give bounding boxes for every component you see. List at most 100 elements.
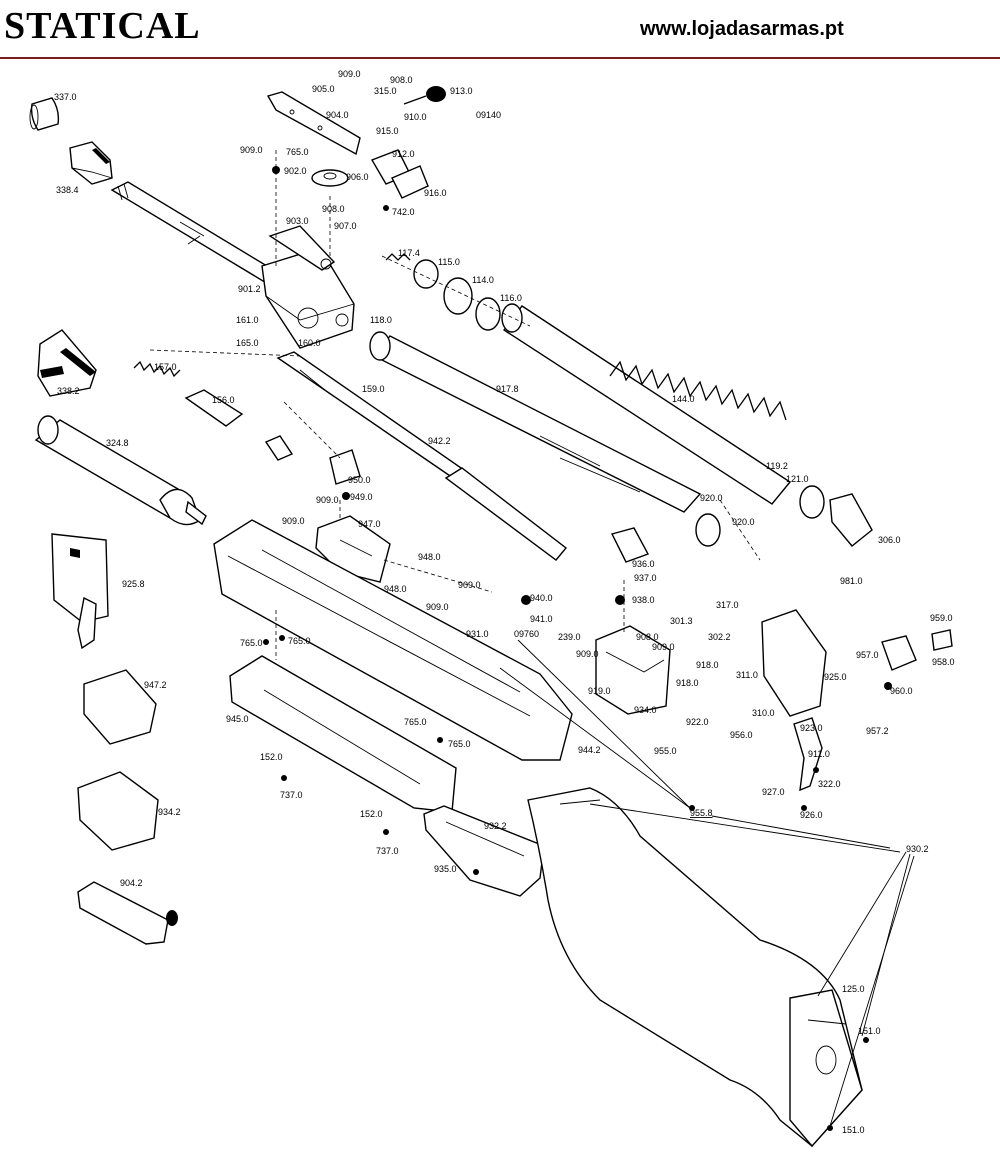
- part-label-114-0: 114.0: [472, 275, 494, 285]
- part-label-957-2: 957.2: [866, 726, 889, 736]
- leader-lines: [499, 639, 915, 1127]
- part-label-306-0: 306.0: [878, 535, 901, 545]
- part-label-909-0-h: 909.0: [576, 649, 599, 659]
- part-label-945-0: 945.0: [226, 714, 249, 724]
- latch-912: [370, 149, 429, 199]
- part-label-957-0: 957.0: [856, 650, 879, 660]
- part-label-907-0: 907.0: [334, 221, 357, 231]
- spring-guide-144: [501, 303, 792, 505]
- part-label-926-0: 926.0: [800, 810, 823, 820]
- part-label-121-0: 121.0: [786, 474, 809, 484]
- part-label-911-0: 911.0: [808, 749, 830, 759]
- trigger-guard-932: [423, 805, 545, 897]
- part-label-902-0: 902.0: [284, 166, 307, 176]
- part-label-918-0-a: 918.0: [696, 660, 719, 670]
- part-label-909-0-b: 909.0: [240, 145, 263, 155]
- part-label-920-0-a: 920.0: [700, 493, 723, 503]
- part-label-923-0: 923.0: [800, 723, 823, 733]
- part-label-125-0: 125.0: [842, 984, 865, 994]
- part-label-947-2: 947.2: [144, 680, 167, 690]
- part-label-909-0-c: 909.0: [316, 495, 339, 505]
- part-label-934-2: 934.2: [158, 807, 181, 817]
- forend-944: [213, 519, 573, 761]
- part-label-949-0: 949.0: [350, 492, 373, 502]
- part-label-301-3: 301.3: [670, 616, 693, 626]
- lever-903: [268, 225, 336, 271]
- part-label-159-0: 159.0: [362, 384, 385, 394]
- detail-934-2: [77, 771, 159, 851]
- knob-913: [403, 86, 446, 105]
- part-label-737-0-a: 737.0: [280, 790, 303, 800]
- part-label-925-0: 925.0: [824, 672, 847, 682]
- cocking-arm-942: [276, 351, 568, 561]
- part-label-338-4: 338.4: [56, 185, 79, 195]
- part-label-157-0: 157.0: [154, 362, 177, 372]
- part-label-09760: 09760: [514, 629, 539, 639]
- part-label-913-0: 913.0: [450, 86, 473, 96]
- part-label-151-0-b: 151.0: [842, 1125, 865, 1135]
- stock-930: [527, 787, 863, 1147]
- butt-pad-125: [789, 989, 863, 1148]
- part-label-916-0: 916.0: [424, 188, 447, 198]
- part-label-310-0: 310.0: [752, 708, 775, 718]
- part-label-918-0-b: 918.0: [676, 678, 699, 688]
- part-label-908-0-a: 908.0: [390, 75, 413, 85]
- header-rule: [0, 57, 1000, 59]
- front-sight: [69, 141, 113, 185]
- part-label-919-0: 919.0: [588, 686, 611, 696]
- part-label-909-0-g: 909.0: [652, 642, 675, 652]
- part-label-947-0: 947.0: [358, 519, 381, 529]
- part-label-239-0: 239.0: [558, 632, 581, 642]
- part-label-317-0: 317.0: [716, 600, 739, 610]
- part-label-322-0: 322.0: [818, 779, 841, 789]
- breech-block: [261, 247, 355, 349]
- part-label-311-0: 311.0: [736, 670, 758, 680]
- detail-904-2: [77, 881, 178, 945]
- part-label-935-0: 935.0: [434, 864, 457, 874]
- part-label-912-0: 912.0: [392, 149, 415, 159]
- part-label-737-0-b: 737.0: [376, 846, 399, 856]
- part-label-948-0-b: 948.0: [384, 584, 407, 594]
- part-label-903-0: 903.0: [286, 216, 309, 226]
- disc-906: [311, 169, 349, 187]
- part-label-156-0: 156.0: [212, 395, 235, 405]
- part-label-940-0: 940.0: [530, 593, 553, 603]
- trigger-block-934: [595, 625, 671, 715]
- brand-title: STATICAL: [4, 5, 201, 47]
- assembly-guide-lines: [149, 150, 761, 660]
- trigger-blade: [610, 527, 823, 792]
- part-label-956-0: 956.0: [730, 730, 753, 740]
- detail-947-2: [83, 669, 157, 745]
- part-label-152-0-b: 152.0: [360, 809, 383, 819]
- part-label-936-0: 936.0: [632, 559, 655, 569]
- part-label-948-0-a: 948.0: [418, 552, 441, 562]
- part-label-161-0: 161.0: [236, 315, 259, 325]
- seal-set: [385, 253, 501, 331]
- breech-plate-904: [266, 91, 361, 156]
- front-sight-hood: [29, 97, 60, 131]
- part-label-151-0-a: 151.0: [858, 1026, 881, 1036]
- part-label-152-0-a: 152.0: [260, 752, 283, 762]
- part-label-908-0-b: 908.0: [322, 204, 345, 214]
- part-label-942-2: 942.2: [428, 436, 451, 446]
- trigger-housing-950: [329, 449, 361, 485]
- part-label-906-0: 906.0: [346, 172, 369, 182]
- part-label-117-4: 117.4: [398, 248, 420, 258]
- detail-trigger-925: [51, 533, 109, 650]
- part-label-959-0: 959.0: [930, 613, 953, 623]
- part-label-908-0-c: 908.0: [636, 632, 659, 642]
- part-label-922-0: 922.0: [686, 717, 709, 727]
- part-label-115-0: 115.0: [438, 257, 460, 267]
- part-label-901-2: 901.2: [238, 284, 261, 294]
- part-label-909-0-e: 909.0: [458, 580, 481, 590]
- part-label-909-0-f: 909.0: [426, 602, 449, 612]
- part-label-955-8: 955.8: [690, 808, 713, 818]
- part-label-765-0-a: 765.0: [286, 147, 309, 157]
- part-label-904-0: 904.0: [326, 110, 349, 120]
- page-header: STATICAL www.lojadasarmas.pt: [0, 0, 1000, 59]
- part-label-909-0-d: 909.0: [282, 516, 305, 526]
- part-label-934-0: 934.0: [634, 705, 657, 715]
- fasteners: [263, 166, 892, 1131]
- part-label-917-8: 917.8: [496, 384, 519, 394]
- part-label-765-0-d: 765.0: [404, 717, 427, 727]
